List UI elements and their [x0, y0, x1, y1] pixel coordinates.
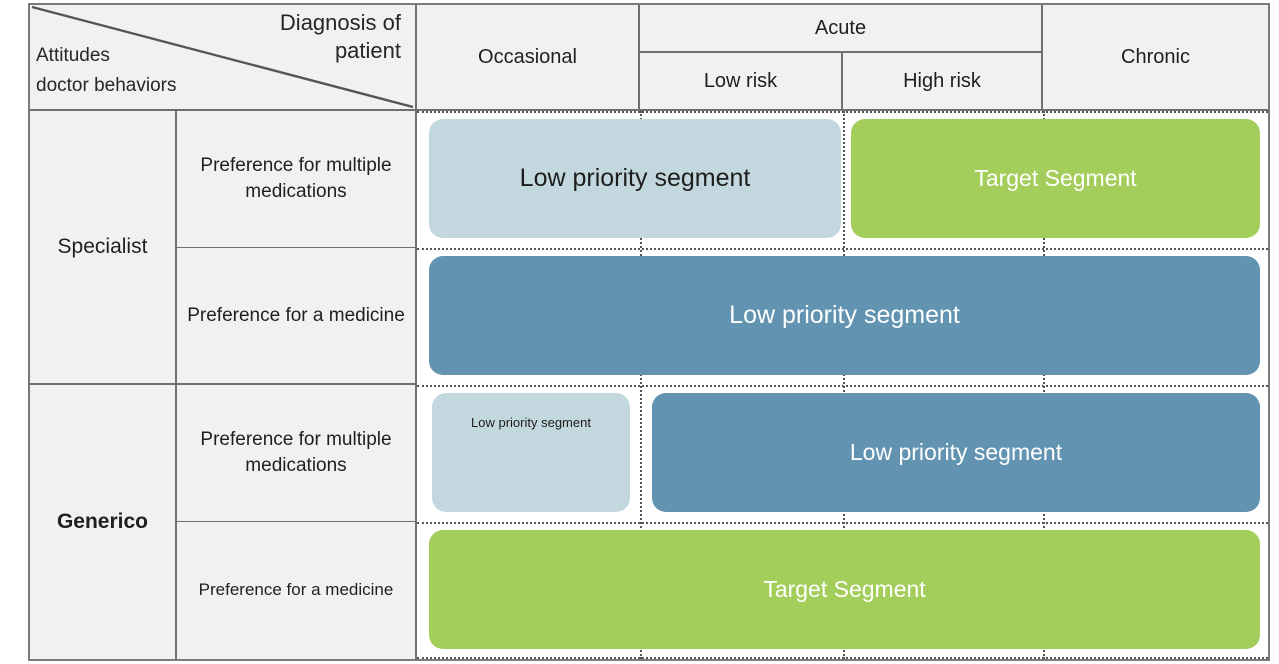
row-axis-label-line1: Attitudes	[36, 45, 110, 66]
gridline-v-occasional	[640, 111, 642, 659]
gridline-h-2	[417, 385, 1268, 387]
segment-low-priority-r3-acute-chronic[interactable]: Low priority segment	[652, 393, 1260, 512]
segment-target-r1[interactable]: Target Segment	[851, 119, 1260, 238]
row-label-specialist-single[interactable]: Preference for a medicine	[177, 248, 417, 385]
column-axis-label: Diagnosis of patient	[279, 10, 401, 64]
column-header-low-risk[interactable]: Low risk	[640, 53, 843, 111]
segment-target-r4[interactable]: Target Segment	[429, 530, 1260, 649]
gridline-v-lowrisk	[843, 111, 845, 659]
diagonal-divider-icon	[31, 5, 414, 109]
gridline-v-highrisk	[1043, 111, 1045, 659]
column-header-occasional[interactable]: Occasional	[417, 5, 640, 111]
row-label-generico-multiple[interactable]: Preference for multiple medications	[177, 385, 417, 522]
column-header-acute[interactable]: Acute	[640, 5, 1043, 53]
column-header-chronic[interactable]: Chronic	[1043, 5, 1268, 111]
segment-low-priority-r2[interactable]: Low priority segment	[429, 256, 1260, 375]
gridline-h-top	[417, 111, 1268, 113]
row-label-specialist-multiple[interactable]: Preference for multiple medications	[177, 111, 417, 248]
axis-corner-cell: Diagnosis of patient Attitudes doctor be…	[30, 5, 417, 111]
column-header-high-risk[interactable]: High risk	[843, 53, 1043, 111]
gridline-h-1	[417, 248, 1268, 250]
segment-low-priority-r1[interactable]: Low priority segment	[429, 119, 841, 238]
row-group-specialist[interactable]: Specialist	[30, 111, 177, 385]
row-group-generico[interactable]: Generico	[30, 385, 177, 659]
row-axis-label: Attitudes doctor behaviors	[36, 41, 286, 102]
row-axis-label-line2: doctor behaviors	[36, 75, 177, 97]
gridline-h-3	[417, 522, 1268, 524]
segment-low-priority-r3-occasional[interactable]: Low priority segment	[432, 393, 630, 512]
row-label-generico-single[interactable]: Preference for a medicine	[177, 522, 417, 659]
gridline-h-bottom	[417, 657, 1268, 659]
